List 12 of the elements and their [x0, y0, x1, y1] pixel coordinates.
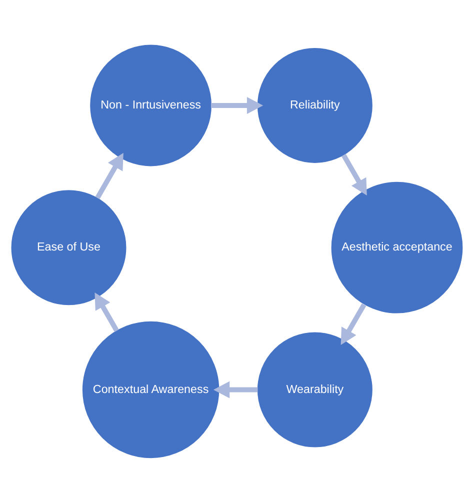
node-circle: Aesthetic acceptance [331, 181, 463, 313]
arrow [95, 152, 124, 199]
arrow [94, 292, 119, 332]
node-circle: Ease of Use [11, 190, 126, 305]
node-circle: Wearability [257, 332, 372, 447]
node-circle: Non - Inrtusiveness [90, 44, 212, 166]
arrow [341, 153, 367, 196]
arrow [213, 380, 258, 398]
arrow [340, 302, 366, 344]
node-circle: Reliability [257, 47, 372, 162]
node-circle: Contextual Awareness [82, 320, 220, 458]
arrow [210, 96, 264, 114]
